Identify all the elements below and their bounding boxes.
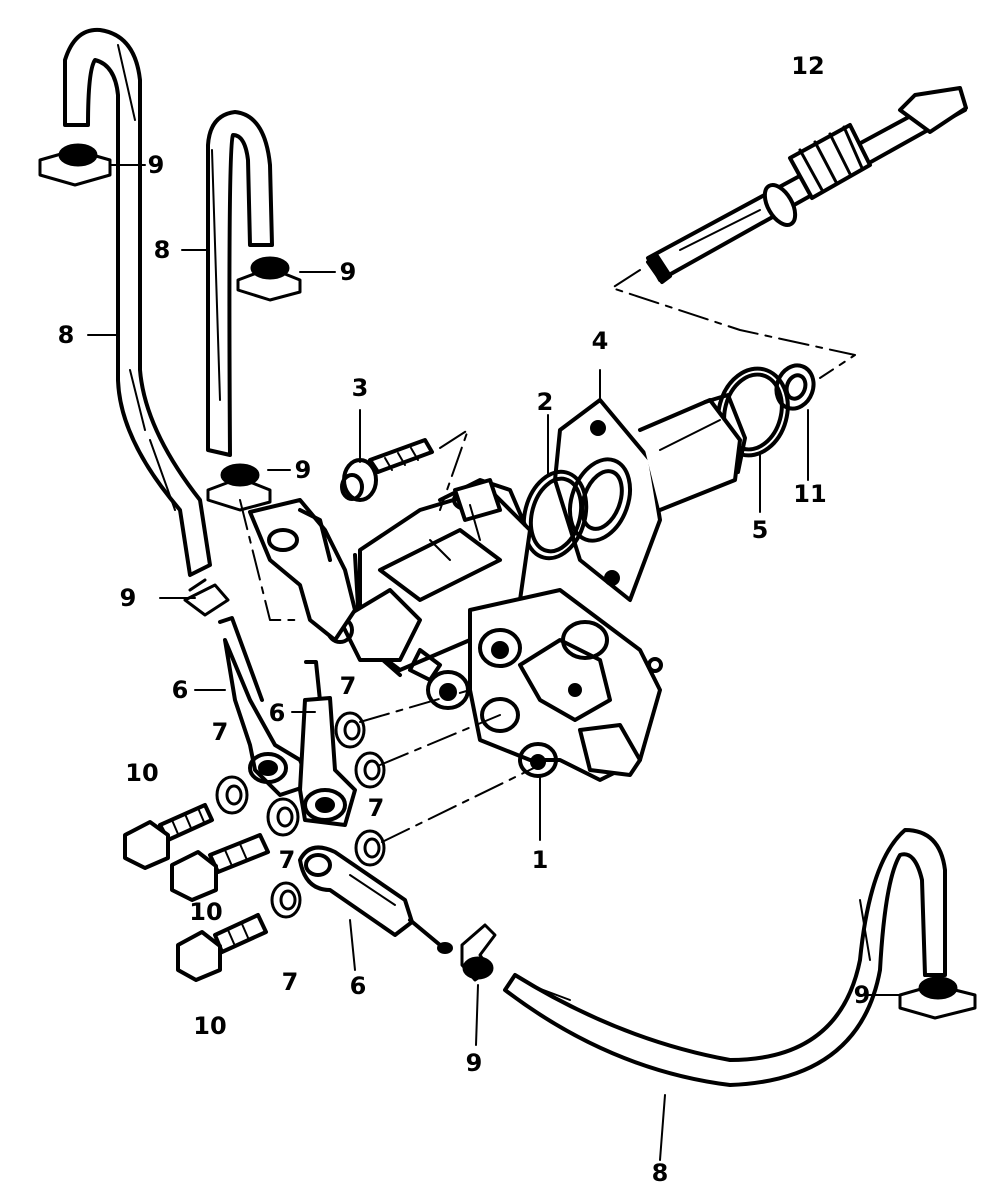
callout-8-bottom: 8 [651, 1159, 669, 1187]
washer-7-f [270, 881, 302, 919]
callout-leaders [87, 164, 901, 1161]
hose-clamp-1 [38, 143, 112, 187]
callout-6-upper-left: 6 [171, 676, 189, 704]
washer-7-d [354, 751, 386, 789]
banjo-bolt-10-c [176, 913, 268, 982]
callout-10-c: 10 [193, 1012, 227, 1040]
callout-3: 3 [351, 374, 369, 402]
o-ring-2 [521, 469, 589, 561]
oil-hose-bottom [503, 828, 947, 1087]
washer-7-c [334, 711, 366, 749]
banjo-bolt-10-b [170, 833, 270, 902]
callout-7-e: 7 [281, 968, 299, 996]
oil-pump-body [326, 478, 663, 782]
callout-7-c: 7 [367, 794, 385, 822]
callout-12: 12 [791, 52, 825, 80]
banjo-fitting-upper-middle [298, 660, 357, 827]
callout-9-d: 9 [119, 584, 137, 612]
callout-10-b: 10 [189, 898, 223, 926]
washer-7-a [215, 775, 249, 815]
hose-clamp-6 [898, 976, 977, 1020]
pump-flange-4 [553, 393, 747, 602]
callout-9-c: 9 [294, 456, 312, 484]
callout-9-f: 9 [853, 981, 871, 1009]
hose-clamp-3 [206, 463, 272, 512]
drive-shaft-gear [646, 86, 968, 284]
washer-7-e [354, 829, 386, 867]
callout-7-d: 7 [278, 846, 296, 874]
callout-9-b: 9 [339, 258, 357, 286]
oil-hose-middle [206, 110, 274, 457]
mounting-bracket [248, 498, 357, 642]
bolt-3 [340, 438, 434, 502]
callout-6-lower: 6 [349, 972, 367, 1000]
banjo-fitting-upper-left [218, 616, 312, 797]
hose-clamp-4 [183, 578, 230, 617]
callout-9-e: 9 [465, 1049, 483, 1077]
callout-1: 1 [531, 846, 549, 874]
callout-2: 2 [536, 388, 554, 416]
alignment-line-bolt [439, 429, 469, 511]
oil-hose-left [63, 27, 212, 577]
callout-5: 5 [751, 516, 769, 544]
alignment-lines-fittings [239, 499, 541, 843]
banjo-fitting-lower [298, 845, 453, 954]
banjo-bolt-10-a [123, 803, 214, 870]
callout-11: 11 [793, 480, 827, 508]
hose-clamp-2 [236, 256, 302, 302]
callout-8-left: 8 [57, 321, 75, 349]
callout-7-b: 7 [339, 672, 357, 700]
callout-9-a: 9 [147, 151, 165, 179]
hose-clamp-5 [460, 923, 497, 982]
callout-8-middle: 8 [153, 236, 171, 264]
callout-7-a: 7 [211, 718, 229, 746]
callout-4: 4 [591, 327, 609, 355]
callout-6-upper-middle: 6 [268, 699, 286, 727]
callout-10-a: 10 [125, 759, 159, 787]
washer-7-b [266, 797, 300, 837]
alignment-line-shaft [611, 269, 856, 379]
